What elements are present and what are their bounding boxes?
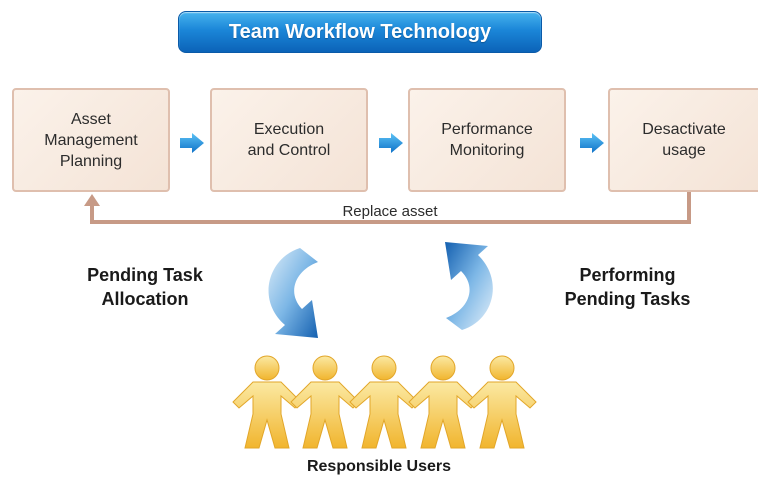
person-icon xyxy=(349,355,419,449)
stage-asset-management-planning: Asset Management Planning xyxy=(12,88,170,192)
stage-desactivate-usage: Desactivate usage xyxy=(608,88,758,192)
flow-arrow-icon xyxy=(379,133,403,153)
stage-execution-and-control: Execution and Control xyxy=(210,88,368,192)
person-icon xyxy=(467,355,537,449)
pending-task-allocation-label: Pending Task Allocation xyxy=(87,265,203,309)
performing-pending-tasks-label: Performing Pending Tasks xyxy=(564,265,691,309)
diagram-title: Team Workflow Technology xyxy=(178,11,542,53)
curved-down-arrow-icon xyxy=(268,248,318,338)
curved-up-arrow-icon xyxy=(445,242,493,330)
feedback-label: Replace asset xyxy=(342,203,438,220)
flow-arrow-icon xyxy=(180,133,204,153)
stage-performance-monitoring: Performance Monitoring xyxy=(408,88,566,192)
responsible-users-label: Responsible Users xyxy=(306,458,452,475)
flow-arrow-icon xyxy=(580,133,604,153)
person-icon xyxy=(290,355,360,449)
person-icon xyxy=(408,355,478,449)
